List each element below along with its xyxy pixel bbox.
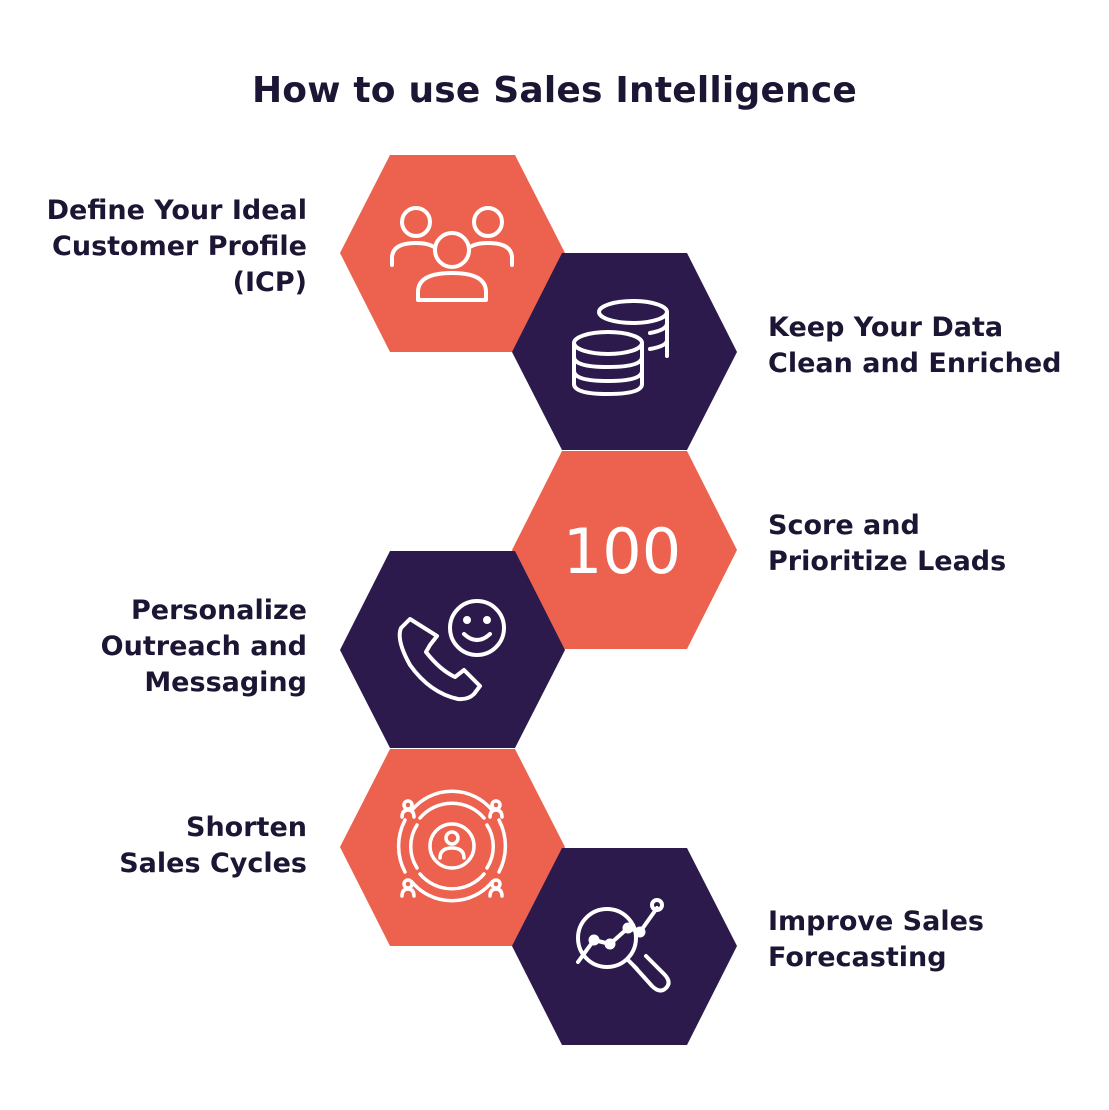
step-6-label: Improve Sales Forecasting [768, 906, 984, 973]
step-6-shape [512, 848, 737, 1045]
score-100-icon: 100 [563, 515, 681, 588]
step-1-label: Define Your Ideal Customer Profile (ICP) [46, 195, 307, 298]
analytics-magnifier-icon [576, 898, 671, 993]
step-1-shape [340, 155, 565, 352]
step-4-label: Personalize Outreach and Messaging [100, 595, 307, 698]
database-coins-icon [572, 299, 669, 397]
step-3-label: Score and Prioritize Leads [768, 510, 1007, 577]
step-1-hexagon [340, 155, 565, 352]
users-group-icon [390, 206, 514, 302]
step-4-hexagon [340, 551, 565, 748]
target-people-icon [396, 789, 508, 903]
step-4-shape [340, 551, 565, 748]
page-title: How to use Sales Intelligence [251, 70, 858, 111]
step-3-shape [512, 451, 737, 649]
step-2-hexagon [512, 253, 737, 450]
step-5-hexagon [340, 749, 565, 946]
step-6-hexagon [512, 848, 737, 1045]
phone-smile-icon [397, 599, 506, 702]
step-3-hexagon: 100 [512, 451, 737, 649]
step-2-label: Keep Your Data Clean and Enriched [768, 312, 1062, 379]
step-5-label: Shorten Sales Cycles [119, 812, 307, 879]
